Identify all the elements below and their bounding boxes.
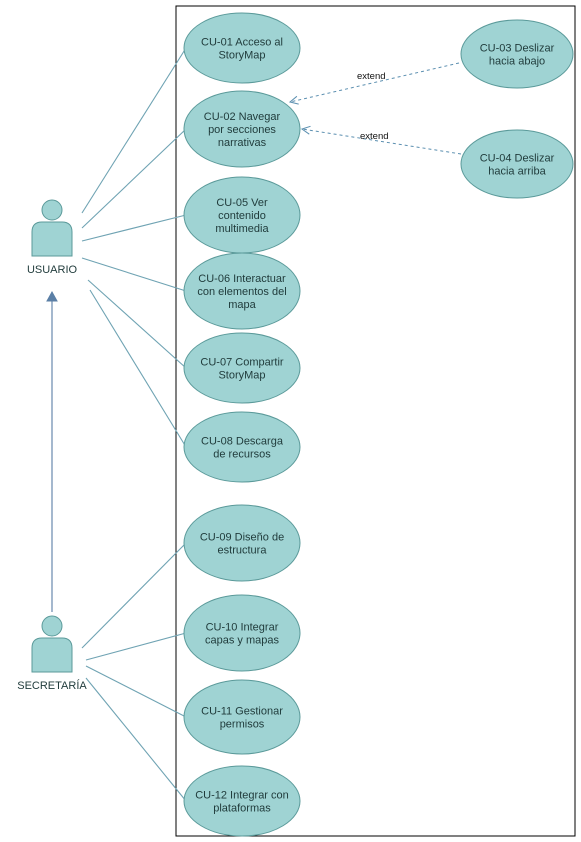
use-case-label-line: StoryMap [218,370,265,382]
use-case-label-line: CU-03 Deslizar [480,43,555,55]
association-line-usuario-cu06 [81,257,187,292]
use-case-cu02[interactable] [183,90,301,168]
use-case-cu06[interactable] [183,252,301,330]
use-case-label-line: CU-11 Gestionar [201,706,283,718]
use-case-cu11[interactable] [183,679,301,755]
use-case-label-line: CU-09 Diseño de [200,532,284,544]
actor-head [41,199,63,221]
use-case-label-line: CU-12 Integrar con [195,790,289,802]
use-case-label-line: StoryMap [218,50,265,62]
association-line-secretaria-cu10 [85,632,187,661]
actor-label-secretaria: SECRETARÍA [17,679,87,692]
use-case-label-line: CU-01 Acceso al [201,37,283,49]
actor-label-usuario: USUARIO [27,264,78,276]
actor-head [41,615,63,637]
use-case-label-line: CU-04 Deslizar [480,153,555,165]
use-case-cu01[interactable] [183,12,301,84]
use-case-label-line: capas y mapas [205,635,279,647]
association-line-usuario-cu01 [81,47,187,214]
use-case-label-line: multimedia [215,223,269,235]
use-case-label-line: de recursos [213,449,271,461]
extend-label-cu04: extend [360,131,389,142]
use-case-label-line: CU-06 Interactuar [198,273,286,285]
association-line-usuario-cu08 [89,289,187,448]
use-case-label-line: CU-08 Descarga [201,436,284,448]
system-boundary [175,5,576,837]
extend-label-cu03: extend [357,71,386,82]
association-line-usuario-cu05 [81,214,187,242]
use-case-label-line: CU-05 Ver [216,197,268,209]
association-line-secretaria-cu11 [85,665,187,718]
use-case-cu12[interactable] [183,765,301,837]
use-case-label-line: contenido [218,210,266,222]
use-case-label-line: mapa [228,299,256,311]
use-case-label-line: con elementos del [197,286,286,298]
use-case-label-line: CU-10 Integrar [206,622,279,634]
association-line-secretaria-cu09 [81,542,187,649]
use-case-cu10[interactable] [183,594,301,672]
use-case-label-line: plataformas [213,803,271,815]
association-line-usuario-cu07 [87,279,187,369]
extend-arrow-cu03 [290,62,460,102]
association-line-usuario-cu02 [81,128,187,229]
actor-body [31,221,73,257]
use-case-cu03[interactable] [460,19,574,89]
use-case-label-line: por secciones [208,124,276,136]
extend-arrow-cu04 [302,129,462,155]
use-case-label-line: hacia abajo [489,56,545,68]
use-case-cu08[interactable] [183,411,301,483]
use-case-label-line: CU-02 Navegar [204,111,281,123]
use-case-label-line: estructura [218,545,268,557]
association-line-secretaria-cu12 [85,677,187,802]
actor-usuario[interactable] [31,199,73,257]
use-case-cu04[interactable] [460,129,574,199]
use-case-cu07[interactable] [183,332,301,404]
use-case-label-line: permisos [220,719,265,731]
use-case-label-line: hacia arriba [488,166,546,178]
use-case-cu09[interactable] [183,504,301,582]
actor-secretaria[interactable] [31,615,73,673]
actor-body [31,637,73,673]
use-case-label-line: narrativas [218,137,267,149]
use-case-label-line: CU-07 Compartir [200,357,283,369]
